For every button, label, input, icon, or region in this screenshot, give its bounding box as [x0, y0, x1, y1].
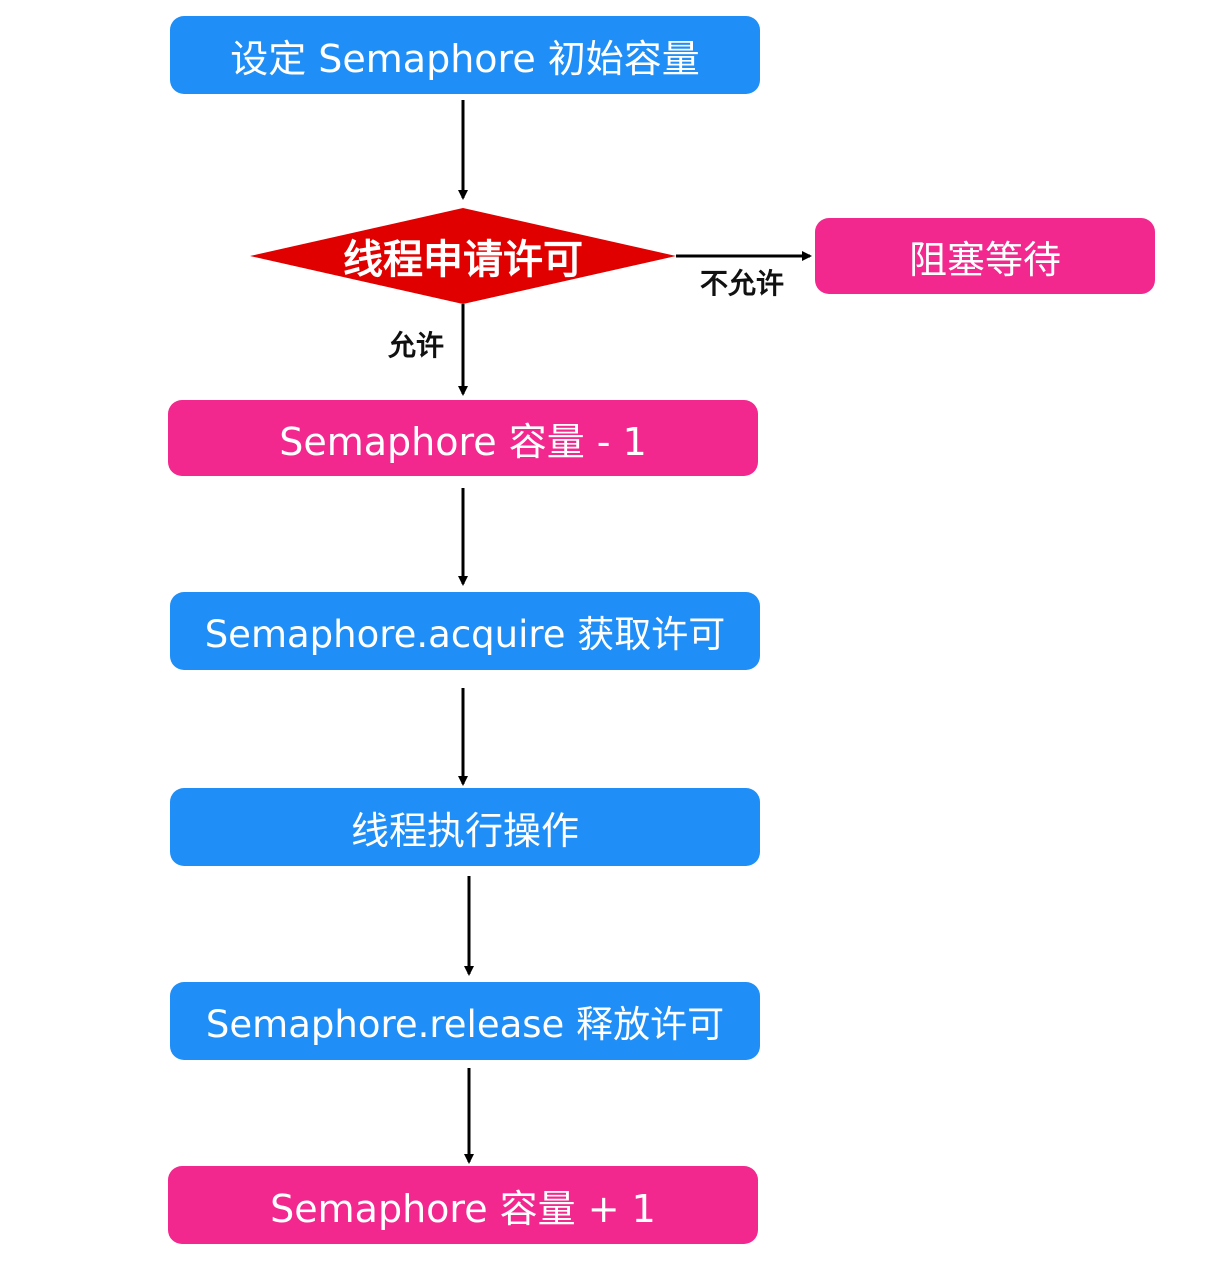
- node-blocked-wait: 阻塞等待: [815, 218, 1155, 294]
- node-set-initial-capacity: 设定 Semaphore 初始容量: [170, 16, 760, 94]
- node-label: 设定 Semaphore 初始容量: [230, 36, 700, 81]
- node-label: Semaphore 容量 - 1: [279, 419, 647, 464]
- node-label: Semaphore.acquire 获取许可: [204, 613, 726, 656]
- node-capacity-decrement: Semaphore 容量 - 1: [168, 400, 758, 476]
- node-label: 阻塞等待: [908, 237, 1061, 282]
- edge-label-allow: 允许: [388, 329, 445, 362]
- node-capacity-increment: Semaphore 容量 + 1: [168, 1166, 758, 1244]
- edge-label-deny: 不允许: [700, 267, 785, 300]
- node-label: Semaphore.release 释放许可: [205, 1003, 725, 1046]
- decision-label: 线程申请许可: [343, 237, 583, 283]
- node-acquire-permit: Semaphore.acquire 获取许可: [170, 592, 760, 670]
- node-release-permit: Semaphore.release 释放许可: [170, 982, 760, 1060]
- node-label: 线程执行操作: [350, 808, 579, 853]
- decision-diamond: [250, 208, 676, 304]
- node-thread-execute: 线程执行操作: [170, 788, 760, 866]
- node-label: Semaphore 容量 + 1: [270, 1186, 656, 1231]
